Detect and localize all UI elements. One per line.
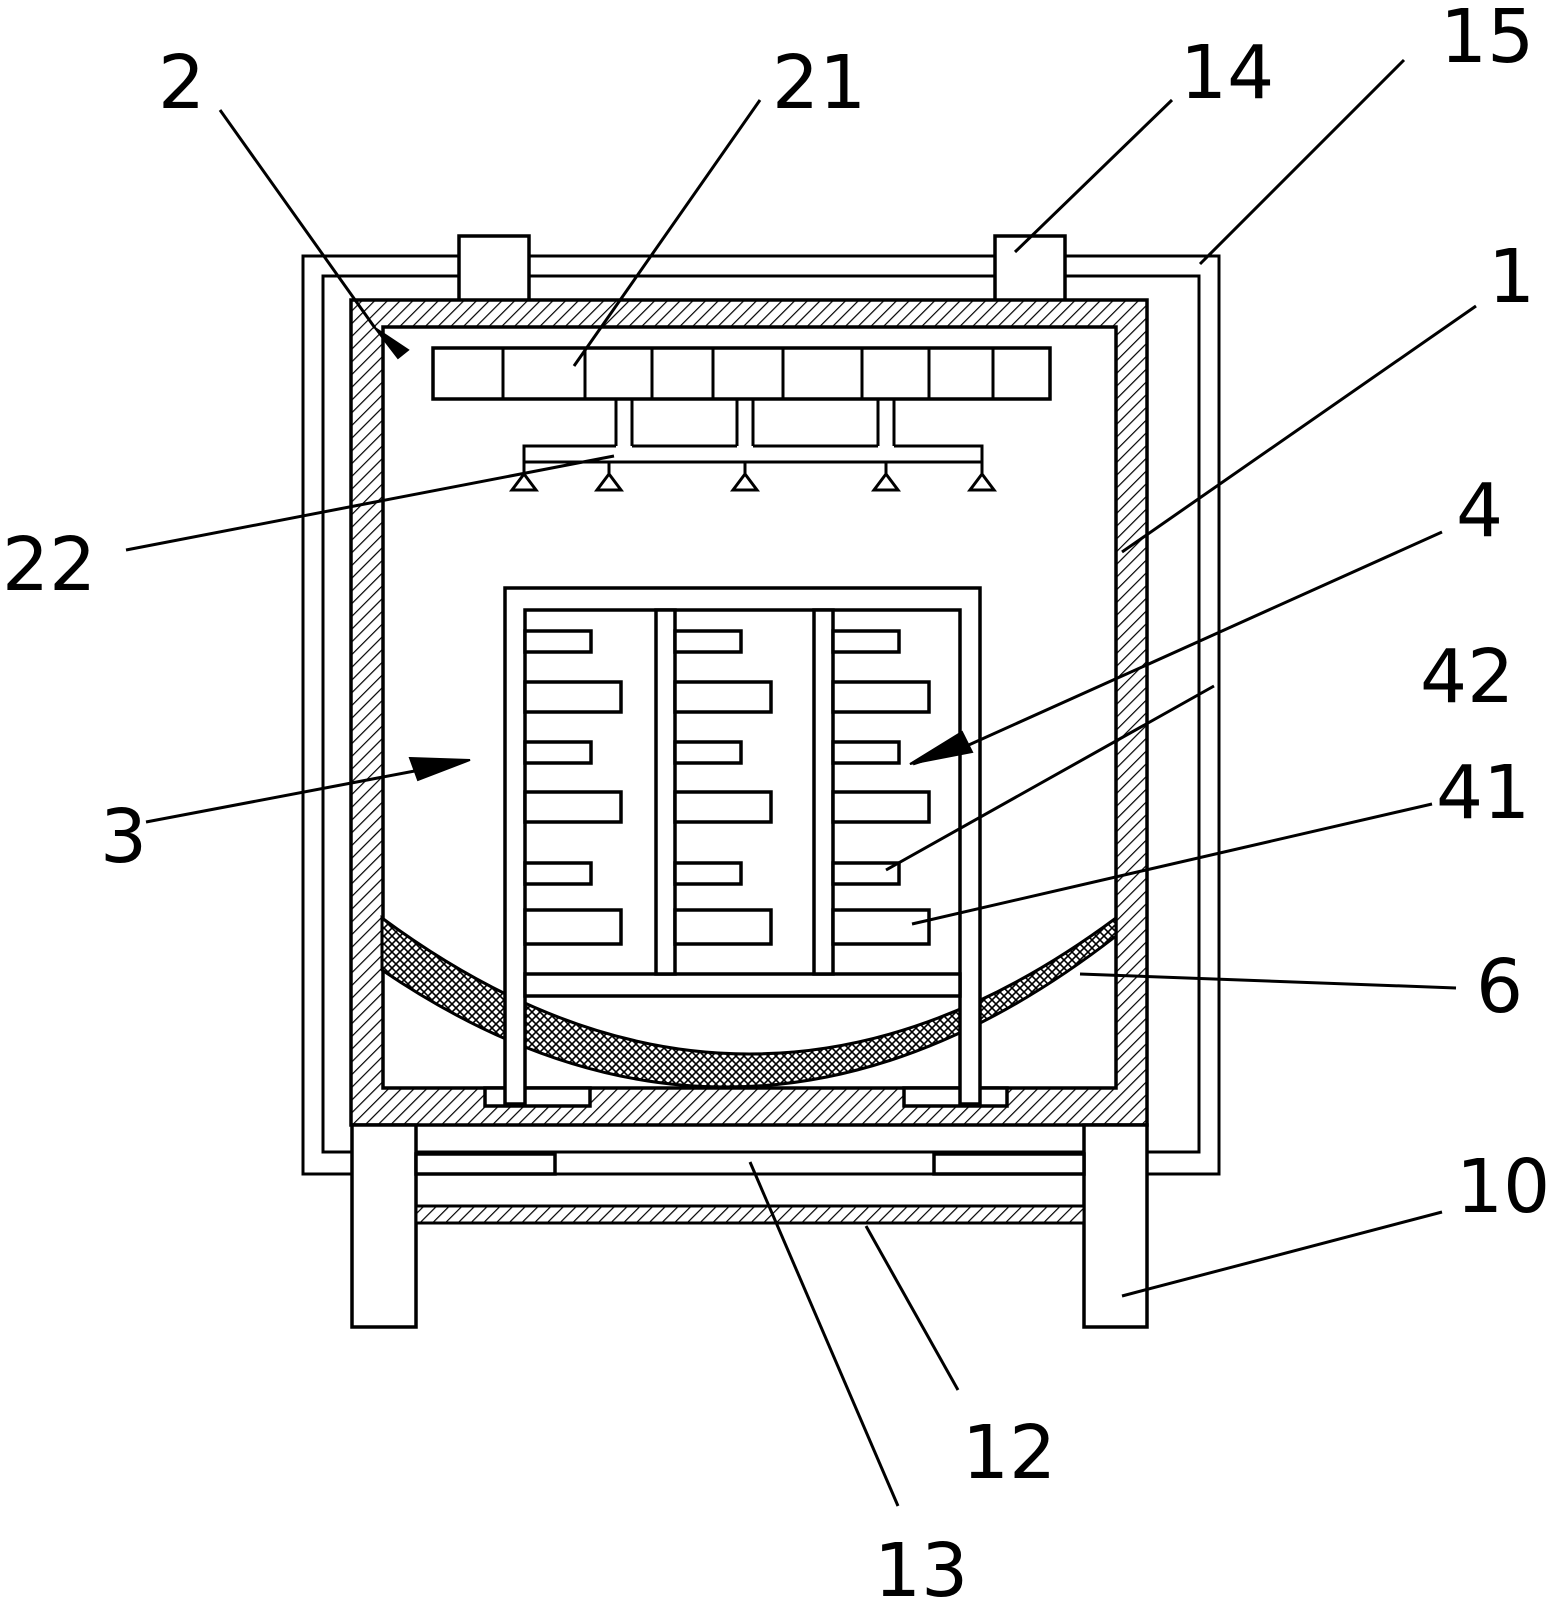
outer-frame — [301, 254, 1221, 1176]
label-13: 13 — [874, 1528, 968, 1607]
label-3: 3 — [100, 794, 147, 880]
spray-pipes — [509, 399, 997, 492]
label-15: 15 — [1440, 0, 1534, 80]
rack-frame — [483, 586, 1009, 1108]
spray-box-row — [431, 346, 1052, 401]
base — [350, 1123, 1149, 1329]
curved-mesh — [380, 915, 1118, 1089]
label-14: 14 — [1180, 30, 1274, 116]
label-1: 1 — [1488, 234, 1535, 320]
label-2: 2 — [158, 40, 205, 126]
label-4: 4 — [1456, 468, 1503, 554]
holder-bars — [523, 629, 931, 946]
label-22: 22 — [2, 522, 96, 608]
label-12: 12 — [962, 1410, 1056, 1496]
label-10: 10 — [1456, 1144, 1549, 1230]
label-42: 42 — [1420, 634, 1514, 720]
label-21: 21 — [772, 40, 866, 126]
leader-lines — [125, 58, 1477, 1507]
top-posts — [457, 234, 1067, 304]
label-41: 41 — [1436, 750, 1530, 836]
label-6: 6 — [1476, 944, 1523, 1030]
